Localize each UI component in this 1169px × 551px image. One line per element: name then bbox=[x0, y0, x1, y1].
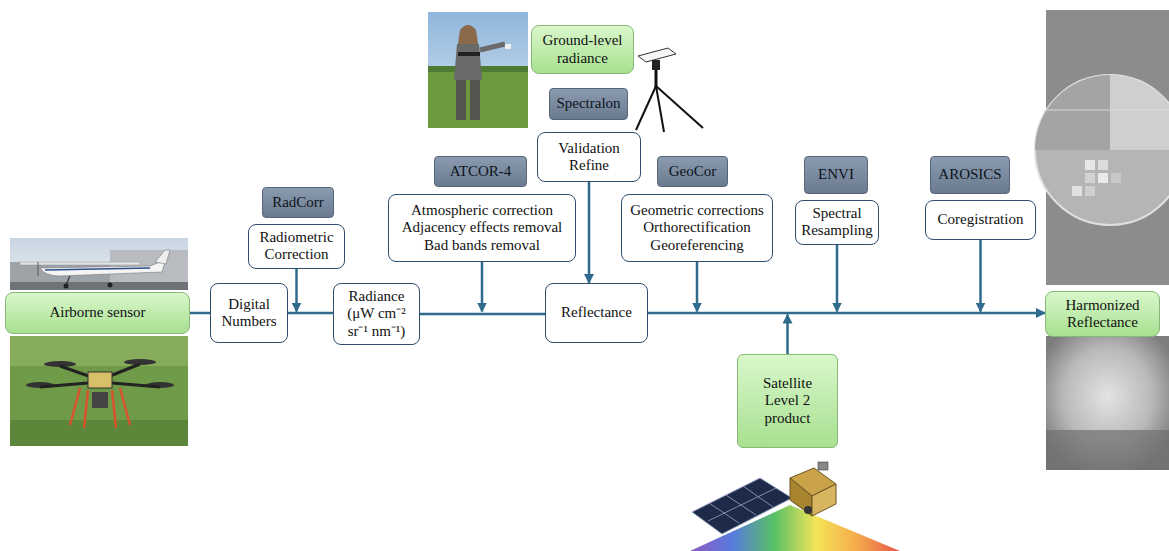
box-label: ATCOR-4 bbox=[439, 163, 522, 180]
sensor-box: Airborne sensor bbox=[5, 292, 190, 334]
box-label: Radiometric Correction bbox=[254, 229, 339, 264]
box-label: Satellite Level 2 product bbox=[750, 375, 825, 427]
tripod-illustration bbox=[636, 48, 703, 132]
box-label: Spectralon bbox=[554, 95, 623, 112]
tool-header: GeoCor bbox=[657, 156, 728, 187]
box-label: Coregistration bbox=[931, 211, 1030, 228]
tool-header: RadCorr bbox=[262, 187, 334, 218]
box-label: Validation Refine bbox=[543, 140, 635, 175]
process-box: Atmospheric correction Adjacency effects… bbox=[388, 194, 576, 262]
box-label: Spectral Resampling bbox=[801, 205, 873, 240]
tool-header: ATCOR-4 bbox=[434, 156, 527, 187]
feed-arrow bbox=[295, 269, 298, 312]
flow-connector bbox=[588, 182, 591, 283]
tool-header: Spectralon bbox=[549, 88, 628, 120]
process-box: Coregistration bbox=[925, 200, 1036, 240]
box-label: Radiance (μW cm⁻² sr⁻¹ nm⁻¹) bbox=[339, 288, 414, 340]
airplane-photo bbox=[10, 238, 188, 290]
flow-connector bbox=[190, 312, 210, 315]
box-label: Airborne sensor bbox=[14, 304, 181, 321]
tool-header: ENVI bbox=[804, 156, 868, 194]
satellite-illustration bbox=[690, 462, 900, 551]
process-box: Geometric corrections Orthorectification… bbox=[621, 194, 773, 262]
feed-arrow bbox=[481, 262, 484, 312]
feed-arrow bbox=[696, 262, 699, 312]
input-box: Satellite Level 2 product bbox=[737, 354, 838, 448]
feed-arrow bbox=[979, 240, 982, 312]
box-label: Digital Numbers bbox=[216, 296, 282, 331]
flow-connector bbox=[288, 312, 333, 315]
box-label: Reflectance bbox=[551, 304, 642, 321]
flow-connector bbox=[420, 313, 545, 316]
flow-connector bbox=[648, 312, 1045, 315]
box-label: Harmonized Reflectance bbox=[1054, 297, 1151, 332]
airborne-image-thumbnail bbox=[1035, 10, 1169, 285]
tool-header: AROSICS bbox=[930, 156, 1010, 194]
data-box: Digital Numbers bbox=[210, 283, 288, 343]
box-label: AROSICS bbox=[935, 166, 1005, 183]
feed-arrow bbox=[786, 315, 789, 355]
box-label: Geometric corrections Orthorectification… bbox=[627, 202, 767, 254]
box-label: GeoCor bbox=[662, 163, 723, 180]
box-label: RadCorr bbox=[267, 194, 329, 211]
input-box: Ground-level radiance bbox=[531, 25, 634, 74]
box-label: Atmospheric correction Adjacency effects… bbox=[394, 202, 570, 254]
process-box: Spectral Resampling bbox=[795, 200, 879, 245]
feed-arrow bbox=[836, 245, 839, 312]
drone-photo bbox=[10, 336, 188, 446]
satellite-image-thumbnail bbox=[1046, 336, 1169, 470]
field-operator-photo bbox=[428, 12, 528, 128]
box-label: ENVI bbox=[809, 166, 863, 183]
box-label: Ground-level radiance bbox=[540, 32, 625, 67]
data-box: Radiance (μW cm⁻² sr⁻¹ nm⁻¹) bbox=[333, 283, 420, 345]
data-box: Reflectance bbox=[545, 283, 648, 343]
output-box: Harmonized Reflectance bbox=[1045, 291, 1160, 337]
process-box: Radiometric Correction bbox=[248, 224, 345, 269]
process-box: Validation Refine bbox=[537, 132, 641, 182]
